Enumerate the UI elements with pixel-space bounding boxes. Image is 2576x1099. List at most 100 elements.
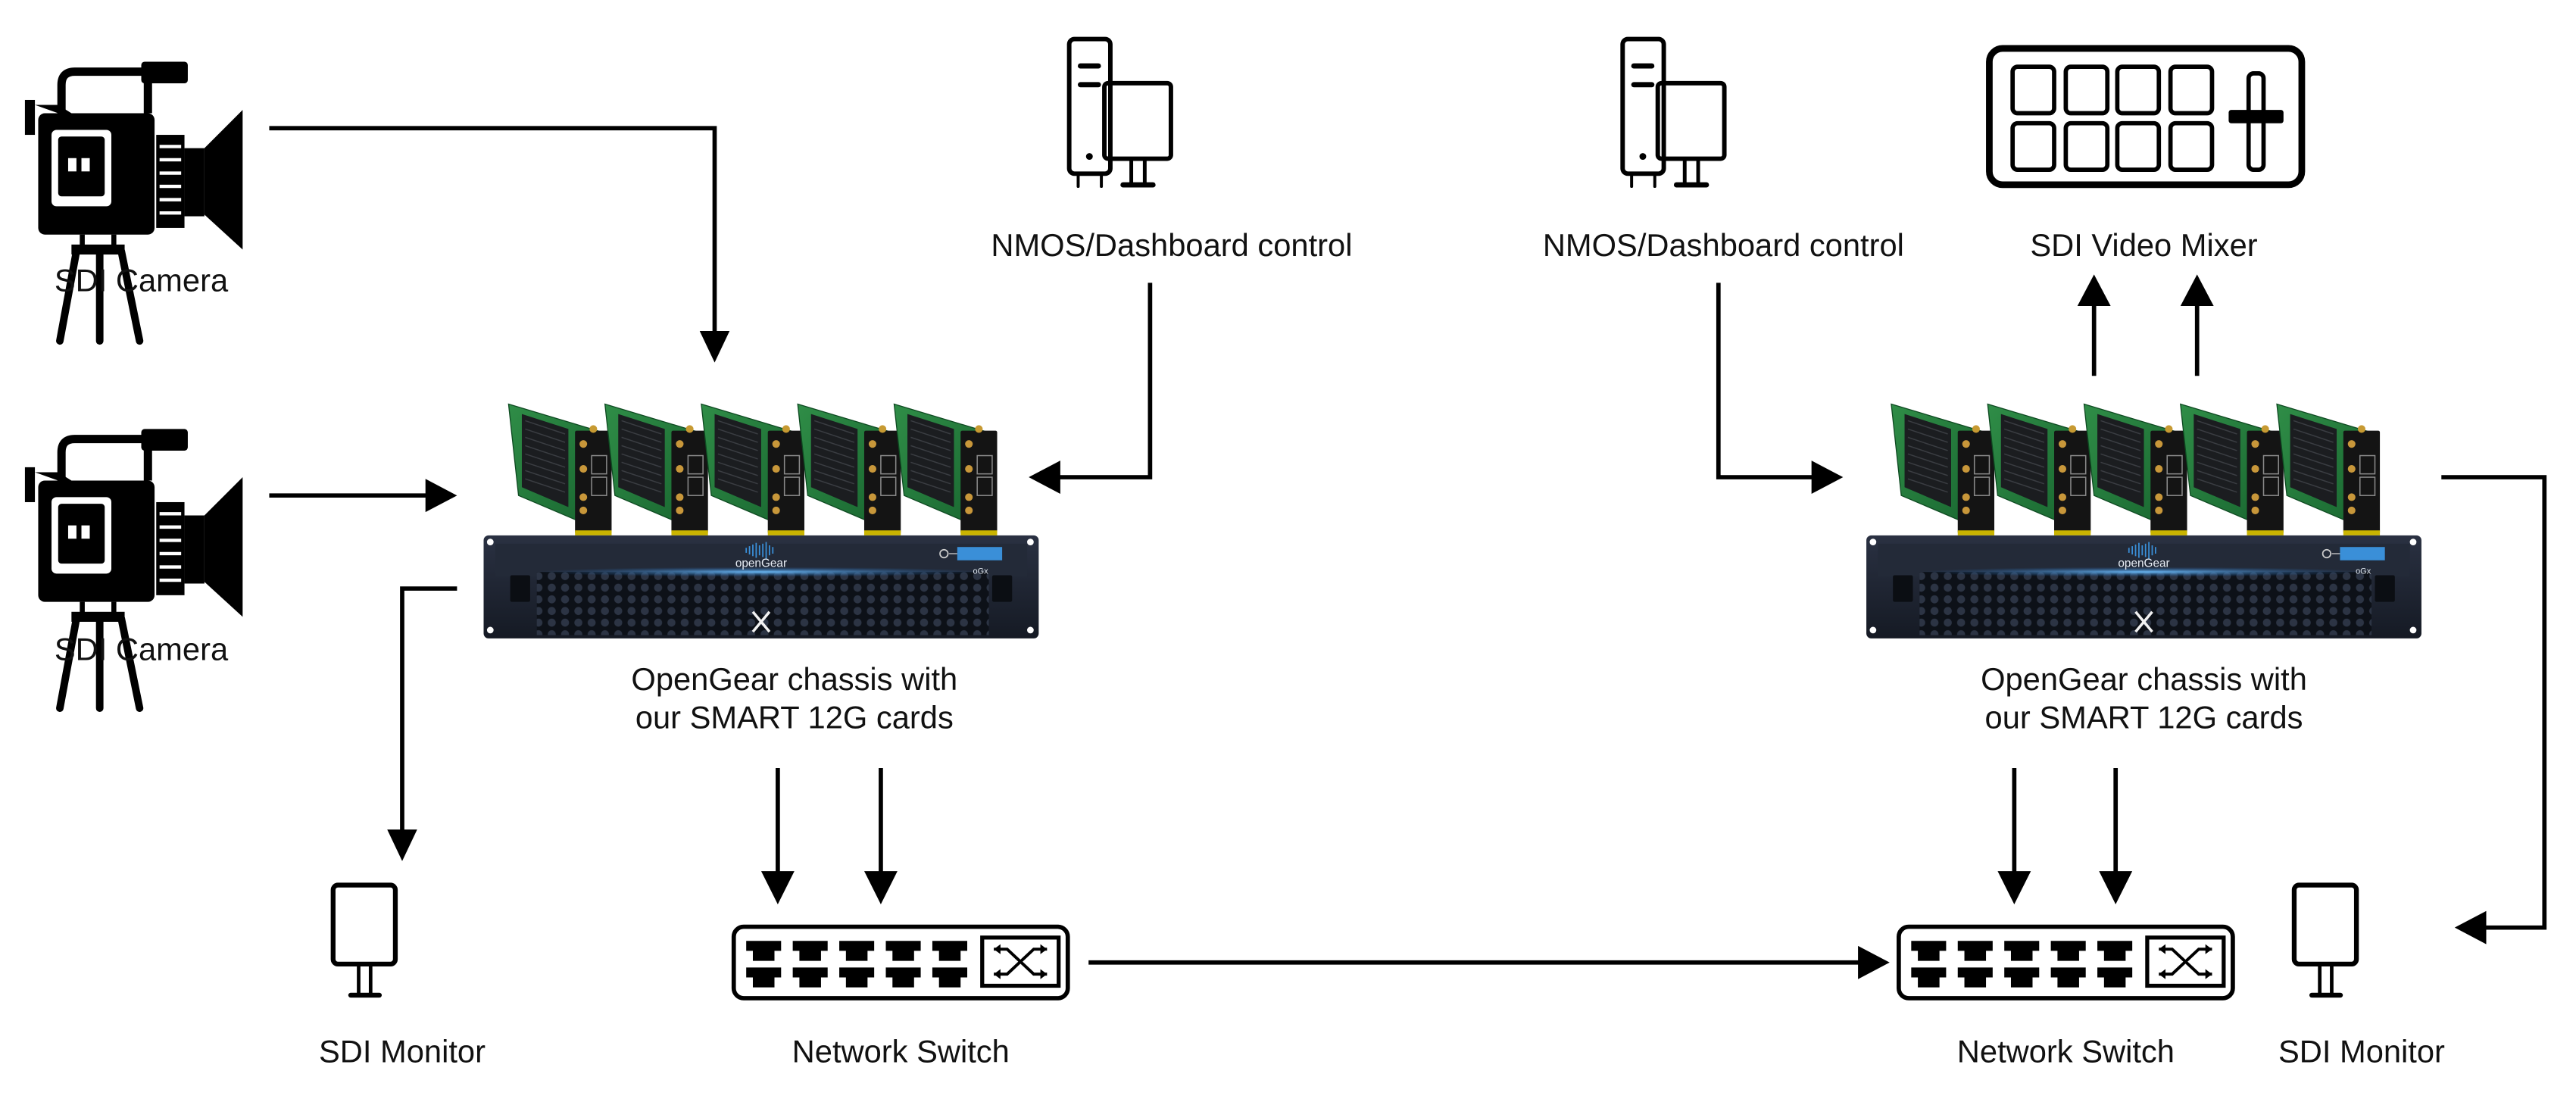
heatsink-fin (2197, 470, 2237, 485)
heatsink-fin (1907, 445, 1948, 460)
ethernet-port-icon (792, 967, 828, 988)
ethernet-port-icon (1957, 941, 1993, 961)
sfp-cage (1973, 454, 1991, 475)
arrowhead-icon (1997, 871, 2031, 904)
chassis-model: oGx (973, 567, 989, 576)
ethernet-port-icon (746, 941, 782, 961)
bnc-connector (2251, 465, 2259, 473)
chassis-right-label-line2: our SMART 12G cards (1985, 699, 2303, 735)
bnc-connector (676, 506, 684, 514)
bnc-connector (579, 440, 588, 448)
card-edge-connector (575, 530, 612, 535)
bnc-connector (579, 465, 588, 473)
power-button-icon (939, 548, 949, 559)
ethernet-port-icon (885, 967, 921, 988)
smart-12g-cards (1891, 403, 2381, 535)
ethernet-port-icon (2050, 941, 2086, 961)
camera-1-label: SDI Camera (55, 262, 229, 298)
chassis-glow (1919, 567, 2368, 577)
heatsink-fin (621, 470, 662, 485)
arrowhead-icon (425, 479, 457, 513)
bnc-connector (868, 440, 876, 448)
arrowhead-icon (1040, 969, 1048, 979)
rack-ear-hole (486, 626, 494, 634)
heatsink-fin (2100, 461, 2141, 476)
rack-ear-hole (2409, 626, 2417, 634)
bnc-connector (2347, 440, 2356, 448)
chassis-right-label-line1: OpenGear chassis with (1981, 661, 2307, 697)
heatsink-fin (717, 453, 758, 468)
heatsink-fin (717, 420, 758, 435)
heatsink-fin (2003, 470, 2045, 485)
arrowhead-icon (2205, 944, 2212, 954)
bnc-connector (772, 440, 780, 448)
heatsink-fin (2100, 428, 2141, 443)
bnc-connector (676, 465, 684, 473)
edge-chassis-monitor-left (400, 586, 457, 841)
node-control-right: NMOS/Dashboard control (1543, 39, 1904, 263)
bnc-connector (676, 493, 684, 501)
bnc-connector (2251, 506, 2259, 514)
edge-control-right-chassis (1716, 283, 1822, 479)
heatsink-fin (813, 428, 855, 443)
rack-ear-hole (1027, 626, 1034, 634)
edge-chassis-monitor-right (2441, 475, 2547, 930)
network-switch-icon (731, 924, 1070, 1001)
heatsink-fin (2100, 478, 2141, 493)
heatsink-fin (813, 453, 855, 468)
arrowhead-icon (1858, 945, 1890, 979)
heatsink-fin (717, 470, 758, 485)
heatsink-fin (525, 478, 566, 493)
heatsink-fin (1907, 420, 1948, 435)
arrowhead-icon (2205, 969, 2212, 979)
desktop-computer-icon (1069, 39, 1171, 187)
sfp-cage (2359, 476, 2376, 496)
heatsink-fin (910, 445, 951, 460)
card-edge-connector (2150, 530, 2187, 535)
heatsink-fin (1907, 461, 1948, 476)
ethernet-port-icon (839, 967, 875, 988)
sfp-cage (1973, 476, 1991, 496)
heatsink-fin (621, 461, 662, 476)
heatsink-fin (2100, 436, 2141, 451)
edge-camera1-chassis (269, 126, 717, 343)
switch-right-label: Network Switch (1957, 1033, 2175, 1069)
arrowhead-icon (2159, 944, 2166, 954)
card-edge-connector (863, 530, 901, 535)
heatsink-fin (621, 453, 662, 468)
edge-control-left-chassis (1050, 283, 1153, 479)
bnc-connector (2155, 493, 2163, 501)
sfp-cage (591, 454, 607, 475)
card-screw (2069, 425, 2077, 433)
smart-12g-card (701, 403, 804, 535)
sfp-cage (687, 476, 704, 496)
heatsink-fin (717, 445, 758, 460)
arrowhead-icon (1811, 461, 1844, 494)
arrowhead-icon (2180, 274, 2214, 307)
ethernet-port-icon (2004, 941, 2040, 961)
monitor-right-label: SDI Monitor (2278, 1033, 2445, 1069)
heatsink-fin (2003, 478, 2045, 493)
monitor-left-label: SDI Monitor (319, 1033, 486, 1069)
ethernet-port-icon (932, 941, 968, 961)
rack-ear-hole (1869, 626, 1877, 634)
heatsink-fin (525, 445, 566, 460)
bnc-connector (2251, 493, 2259, 501)
sfp-cage (783, 476, 801, 496)
bnc-connector (1962, 506, 1970, 514)
bnc-connector (2347, 506, 2356, 514)
video-mixer-icon (1986, 45, 2306, 189)
heatsink-fin (813, 436, 855, 451)
heatsink-fin (621, 436, 662, 451)
heatsink-fin (1907, 436, 1948, 451)
heatsink-fin (525, 420, 566, 435)
bnc-connector (2347, 465, 2356, 473)
sfp-cage (591, 476, 607, 496)
smart-12g-card (2083, 403, 2187, 535)
heatsink-fin (717, 428, 758, 443)
bnc-connector (965, 440, 973, 448)
heatsink-fin (621, 428, 662, 443)
card-edge-connector (2247, 530, 2284, 535)
card-screw (2165, 425, 2173, 433)
node-switch-left: Network Switch (731, 924, 1070, 1069)
